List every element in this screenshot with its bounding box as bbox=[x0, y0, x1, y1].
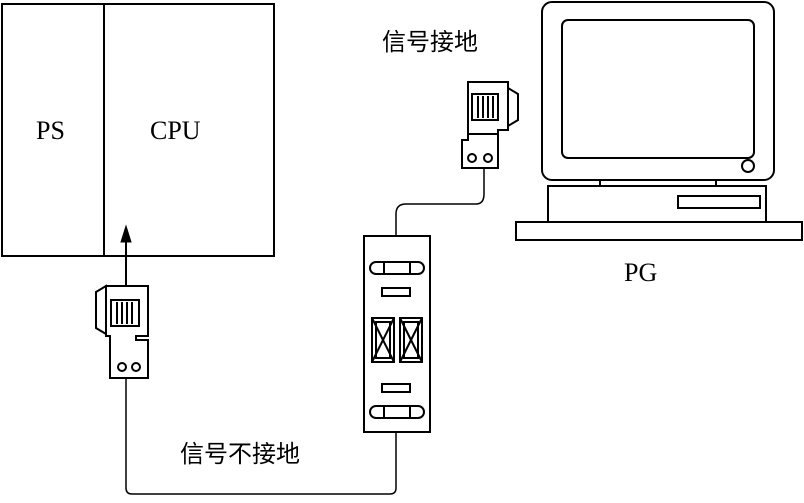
pg-computer-icon bbox=[515, 1, 803, 241]
cable-upper-segment bbox=[395, 168, 485, 236]
plc-rack bbox=[1, 3, 275, 257]
cable-lower-segment bbox=[125, 378, 397, 495]
signal-grounded-label: 信号接地 bbox=[382, 28, 478, 56]
bus-connector-left-icon bbox=[95, 284, 149, 379]
plc-rack-outline bbox=[1, 3, 275, 257]
bus-connector-right-icon bbox=[461, 81, 519, 169]
pg-label: PG bbox=[624, 258, 658, 287]
signal-not-grounded-label: 信号不接地 bbox=[180, 440, 300, 468]
bus-cable bbox=[125, 168, 485, 495]
repeater-module-icon bbox=[363, 235, 431, 433]
ps-label: PS bbox=[36, 116, 65, 145]
cpu-label: CPU bbox=[150, 116, 201, 145]
arrow-up-icon bbox=[120, 224, 132, 286]
